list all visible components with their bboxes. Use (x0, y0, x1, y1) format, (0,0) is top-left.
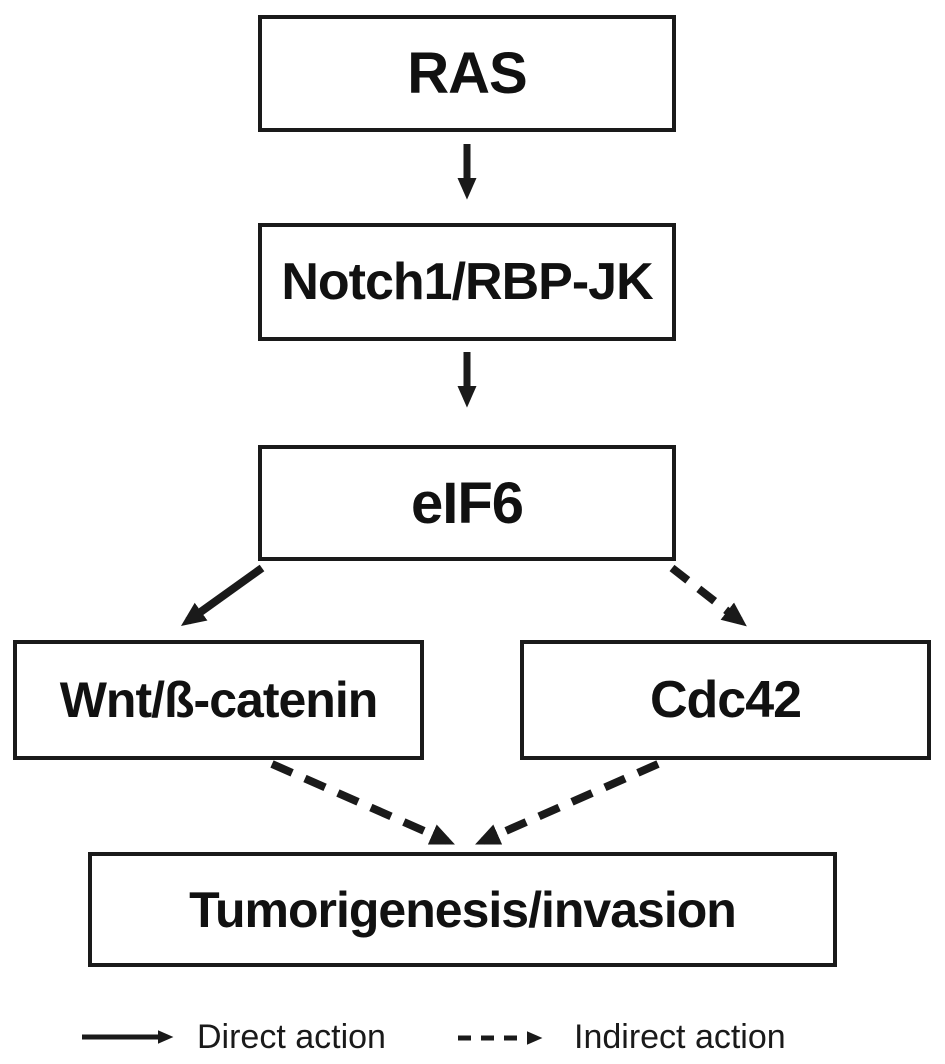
arrow-wnt-to-tumor (270, 760, 455, 845)
arrow-eif6-to-cdc42 (669, 564, 747, 627)
node-eif6: eIF6 (258, 445, 676, 561)
node-tumorigenesis-invasion: Tumorigenesis/invasion (88, 852, 837, 967)
node-wnt-b-catenin: Wnt/ß-catenin (13, 640, 424, 760)
node-ras: RAS (258, 15, 676, 132)
arrow-eif6-to-wnt (180, 564, 265, 627)
node-notch1-rbp-jk: Notch1/RBP-JK (258, 223, 676, 341)
node-cdc42: Cdc42 (520, 640, 931, 760)
legend-direct-label: Direct action (197, 1018, 386, 1056)
legend-indirect-label: Indirect action (574, 1018, 786, 1056)
arrow-cdc42-to-tumor (475, 760, 660, 845)
